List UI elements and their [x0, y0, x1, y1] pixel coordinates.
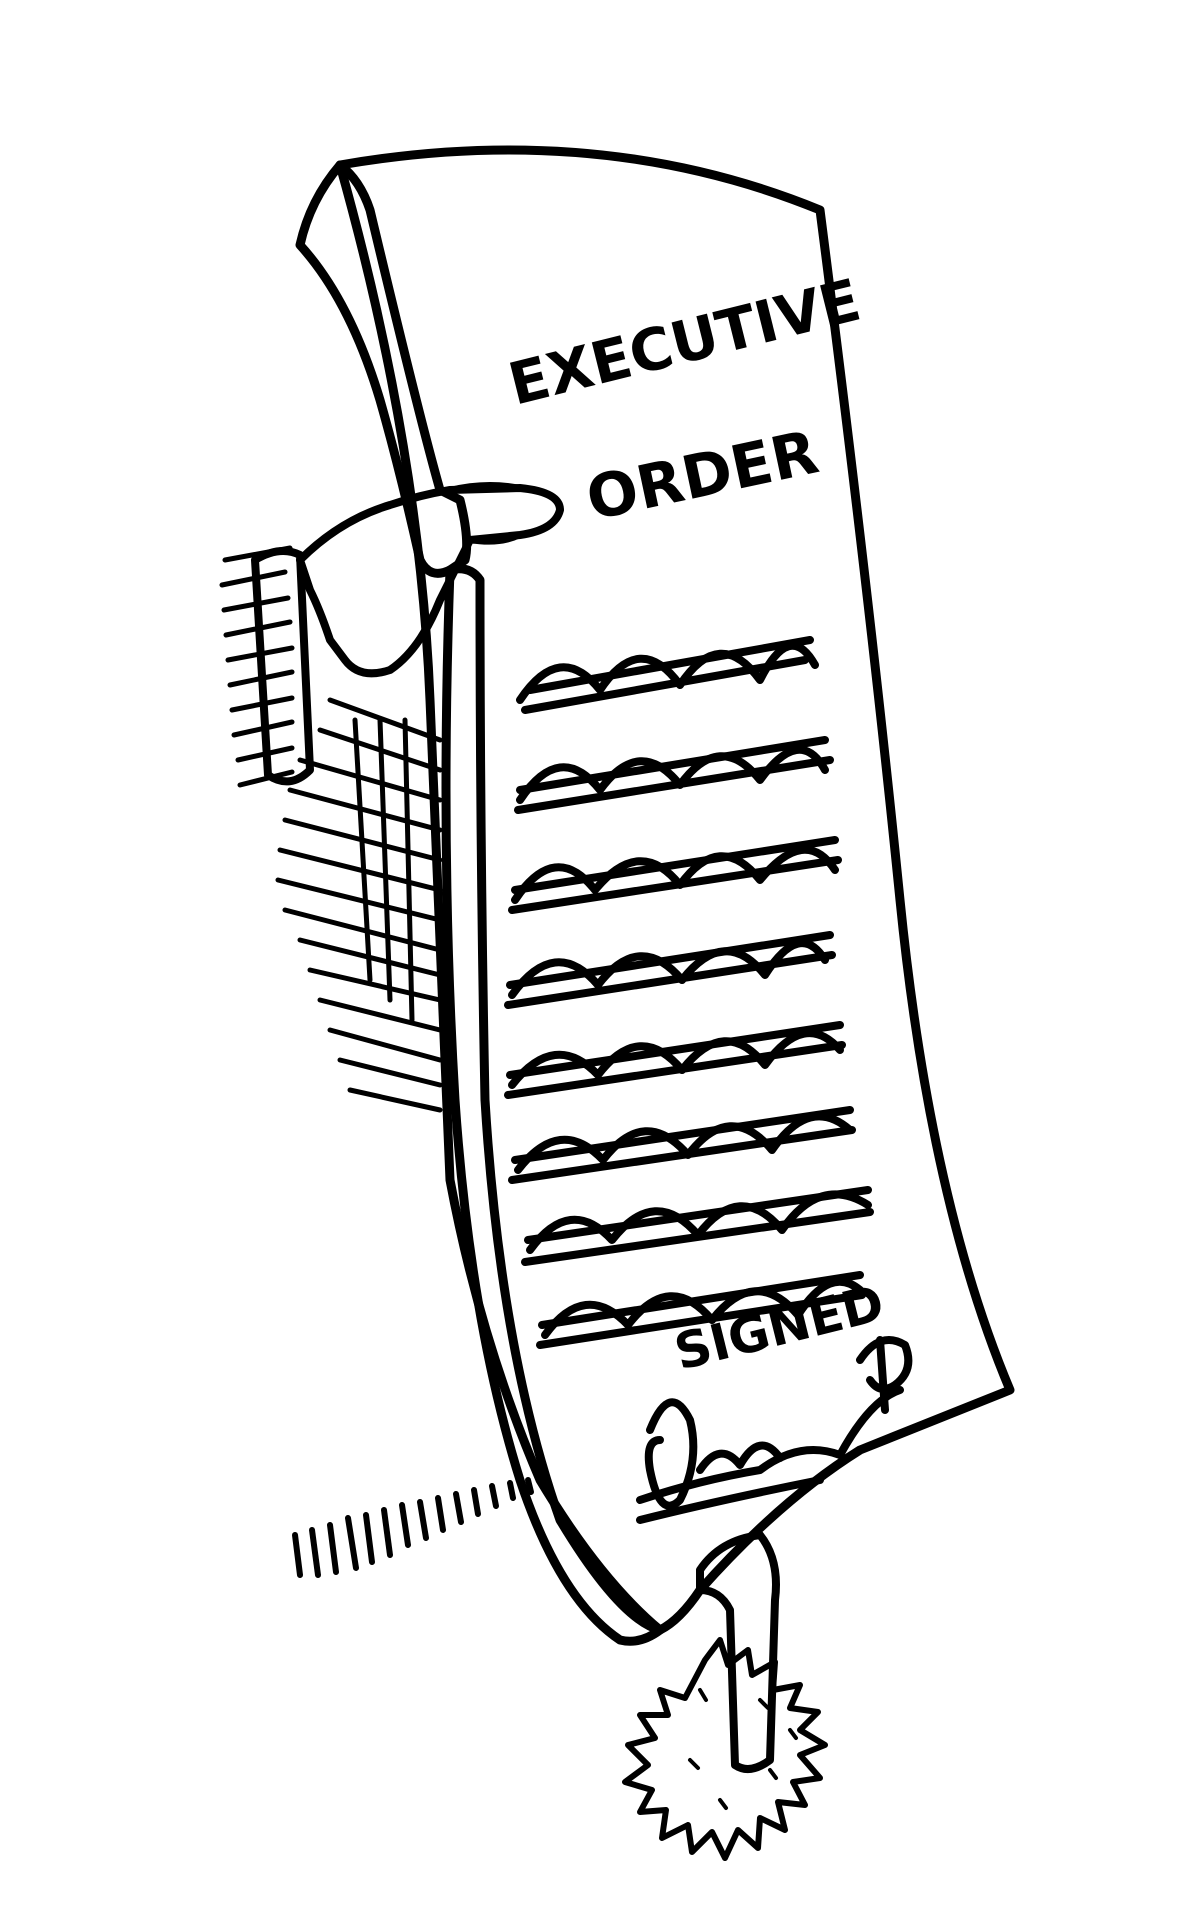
scroll-curl-top — [295, 160, 472, 578]
sleeve-hatching — [219, 545, 443, 1113]
heading-order: ORDER — [581, 418, 825, 535]
motion-lines — [292, 1477, 534, 1578]
heading-executive: EXECUTIVE — [502, 266, 867, 419]
signature-scribble — [636, 1336, 913, 1524]
scroll-left-edge — [441, 564, 665, 1646]
starburst-seal-icon — [622, 1637, 828, 1861]
sleeve-cuff — [251, 547, 314, 786]
scribbled-text-lines — [504, 636, 874, 1349]
